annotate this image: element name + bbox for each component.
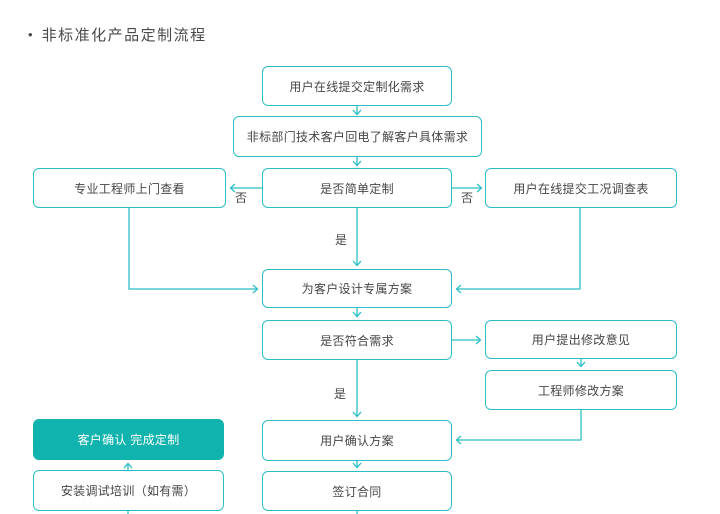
flow-node-engineer-visit: 专业工程师上门查看	[33, 168, 226, 208]
flow-node-submit-request: 用户在线提交定制化需求	[262, 66, 452, 106]
flow-node-install-training: 安装调试培训（如有需）	[33, 470, 224, 511]
edge-label-yes-to-design: 是	[334, 233, 348, 247]
flow-node-meet-needs-decision: 是否符合需求	[262, 320, 452, 360]
flow-node-modify-plan: 工程师修改方案	[485, 370, 677, 410]
flow-node-callback: 非标部门技术客户回电了解客户具体需求	[233, 116, 482, 157]
edge-label-yes-to-confirm: 是	[333, 387, 347, 401]
flow-node-confirm-plan: 用户确认方案	[262, 420, 452, 461]
edge-survey-to-design	[455, 208, 581, 294]
page-title: • 非标准化产品定制流程	[28, 24, 207, 45]
page-title-text: 非标准化产品定制流程	[41, 27, 207, 44]
flow-node-feedback: 用户提出修改意见	[485, 320, 677, 359]
edge-modify-to-confirm	[455, 410, 582, 445]
flow-node-survey-form: 用户在线提交工况调查表	[485, 168, 677, 208]
flow-node-confirm-complete: 客户确认 完成定制	[33, 419, 224, 460]
bullet-icon: •	[28, 27, 33, 42]
flow-node-simple-custom-decision: 是否简单定制	[262, 168, 452, 208]
edge-label-no-left: 否	[234, 191, 248, 205]
flow-node-sign-contract: 签订合同	[262, 471, 452, 511]
edge-label-no-right: 否	[460, 191, 474, 205]
edge-visit-to-design	[128, 208, 259, 294]
flow-node-design-plan: 为客户设计专属方案	[262, 269, 452, 308]
